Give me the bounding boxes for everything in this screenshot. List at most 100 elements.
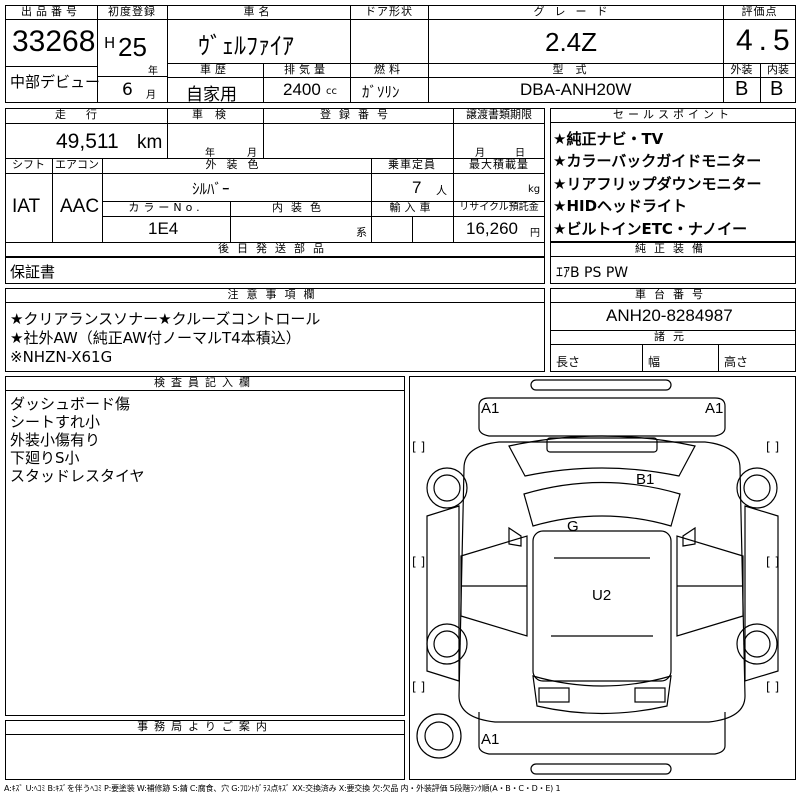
ac-value: AAC [60,196,100,217]
mileage-value: 49,511 [56,130,119,153]
lot-no-label: 出品番号 [5,5,97,20]
max-load-unit: kg [528,184,541,195]
mark-rear: A1 [481,731,500,748]
width-label: 幅 [648,355,661,369]
int-grade: B [770,78,784,100]
chassis-label: 車台番号 [550,288,796,303]
later-parts-value: 保証書 [10,263,56,281]
genuine-equipment-box [550,242,796,284]
bracket-mark: [ ] [412,680,426,694]
score-value: 4.5 [736,24,796,57]
transfer-label: 譲渡書類期限 [466,108,532,121]
mark-front-right: A1 [705,400,724,417]
color-no-label: カラーNo. [128,201,204,214]
caution-label: 注意事項欄 [5,288,545,303]
history-value: 自家用 [186,85,237,105]
grade-label: グレード [428,5,723,20]
car-name-label: 車名 [167,5,350,20]
bracket-mark: [ ] [766,440,780,454]
debut-label: 中部デビュー [10,73,101,91]
bracket-mark: [ ] [412,440,426,454]
inspector-label: 検査員記入欄 [5,376,405,391]
shift-label: シフト [12,158,45,171]
displacement-value: 2400 [283,80,321,99]
ac-label: エアコン [55,158,99,171]
interior-color-label: 内装色 [272,201,329,214]
sales-points-label: セールスポイント [550,108,796,123]
fuel-label: 燃料 [374,63,404,76]
sales-point-2: ★カラーバックガイドモニター [553,152,762,170]
shift-value: IAT [12,196,41,217]
inspector-box [5,376,405,716]
displacement-unit: cc [326,86,337,97]
reg-month: 6 [122,80,133,100]
chassis-value: ANH20-8284987 [606,306,733,325]
fuel-value: ｶﾞｿﾘﾝ [362,83,400,101]
bracket-mark: [ ] [766,555,780,569]
mark-front-left: A1 [481,400,500,417]
caution-box [5,288,545,372]
recycle-label: リサイクル預託金 [459,202,539,213]
import-label: 輸入車 [389,201,435,214]
month-unit: 月 [146,90,156,101]
inspector-line-3: 外装小傷有り [10,431,101,449]
later-parts-box [5,256,545,284]
ext-grade-label: 外装 [723,63,760,78]
car-name: ｳﾞｪﾙﾌｧｲｱ [198,32,294,60]
legend: A:ｷｽﾞ U:ﾍｺﾐ B:ｷｽﾞを伴うﾍｺﾐ P:要塗装 W:補修跡 S:錆 … [4,784,561,793]
mark-windshield: G [567,518,579,535]
caution-line-3: ※NHZN-X61G [10,348,113,366]
car-diagram-box [409,376,796,780]
recycle-unit: 円 [530,228,540,239]
model-label: 型式 [552,63,599,76]
reg-year: 25 [118,32,147,62]
mark-rear-roof: U2 [592,587,612,604]
grade-value: 2.4Z [545,27,598,57]
ext-grade: B [735,78,749,100]
capacity-label: 乗車定員 [388,158,436,171]
caution-line-1: ★クリアランスソナー★クルーズコントロール [10,310,321,328]
length-label: 長さ [556,355,581,369]
inspector-line-5: スタッドレスタイヤ [10,467,145,485]
recycle-value: 16,260 [466,219,518,238]
sales-points-box [550,108,796,242]
caution-line-2: ★社外AW（純正AW付ノーマルT4本積込） [10,329,301,347]
inspector-line-4: 下廻りS小 [10,449,80,467]
capacity-value: 7 [412,178,422,197]
score-label: 評価点 [723,5,796,20]
height-label: 高さ [724,355,749,369]
sales-point-3: ★リアフリップダウンモニター [553,175,762,193]
sales-point-5: ★ビルトインETC・ナノイー [553,220,748,238]
mileage-unit: km [137,132,163,153]
insp-year-unit: 年 [205,148,215,159]
insp-month-unit: 月 [247,148,257,159]
first-reg-label: 初度登録 [97,5,167,20]
dims-label: 諸元 [550,330,796,345]
int-grade-label: 内装 [760,63,796,78]
interior-unit: 系 [356,226,367,239]
transfer-day-unit: 日 [515,148,525,159]
sales-point-1: ★純正ナビ・TV [553,130,664,148]
detail-block [5,108,545,258]
history-label: 車歴 [200,63,230,76]
color-label: 外装色 [205,158,269,171]
inspection-label: 車検 [192,108,238,121]
bracket-mark: [ ] [412,555,426,569]
inspector-line-1: ダッシュボード傷 [10,395,131,413]
office-label: 事務局よりご案内 [5,720,405,735]
mileage-label: 走行 [55,108,117,121]
transfer-month-unit: 月 [475,148,485,159]
office-box [5,720,405,780]
car-diagram [416,379,779,775]
color-no-value: 1E4 [148,219,179,238]
bracket-mark: [ ] [766,680,780,694]
color-value: ｼﾙﾊﾞｰ [192,180,230,198]
header-block [5,5,796,103]
era: H [104,34,116,52]
mark-roof: B1 [636,471,655,488]
genuine-equipment-label: 純正装備 [550,242,796,257]
reg-no-label: 登録番号 [320,108,396,121]
year-unit: 年 [148,66,158,77]
genuine-equipment-value: ｴｱB PS PW [556,265,629,281]
inspector-line-2: シートすれ小 [10,413,101,431]
